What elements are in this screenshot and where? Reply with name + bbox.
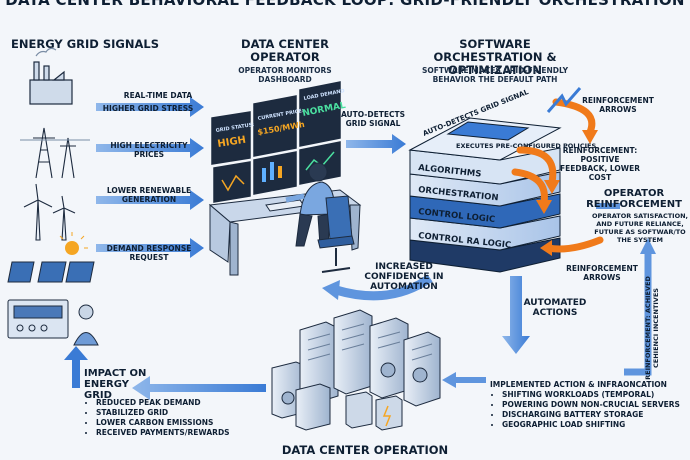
diagram-title: DATA CENTER BEHAVIORAL FEEDBACK LOOP: GR…: [5, 0, 685, 9]
signal-label-prices: HIGH ELECTRICITY PRICES: [110, 141, 188, 159]
reinforcement-arrows-bottom-label: REINFORCEMENT ARROWS: [566, 264, 638, 282]
impact-item: STABILIZED GRID: [96, 408, 236, 418]
auto-detect-arrow: [346, 134, 406, 154]
impact-item: REDUCED PEAK DEMAND: [96, 398, 236, 408]
operator-heading: DATA CENTER OPERATOR: [241, 37, 329, 64]
reinforcement-arrows-top-label: REINFORCEMENT ARROWS: [582, 96, 654, 114]
signal-label-renewable: LOWER RENEWABLE GENERATION: [106, 186, 192, 204]
reinforcement-positive-label: REINFORCEMENT: POSITIVE FEEDBACK, LOWER …: [560, 146, 640, 182]
implemented-item: GEOGRAPHIC LOAD SHIFTING: [502, 420, 690, 430]
grid-signals-heading: ENERGY GRID SIGNALS: [11, 37, 159, 51]
monitor-grid-status-value: HIGH: [217, 135, 247, 150]
impact-list: REDUCED PEAK DEMAND STABILIZED GRID LOWE…: [86, 398, 236, 438]
automated-actions-label: AUTOMATED ACTIONS: [523, 298, 587, 318]
reinforcement-vertical-label: REINFORCEMENT: ACHIEVED CEHIENCI INCENTI…: [644, 276, 660, 380]
signal-arrow-3: [96, 190, 204, 210]
implemented-heading: IMPLEMENTED ACTION & INFRAONCATION: [490, 380, 667, 389]
vertical-reinforcement-arrow: [624, 250, 652, 376]
implemented-item: POWERING DOWN NON-CRUCIAL SERVERS: [502, 400, 690, 410]
impact-item: RECEIVED PAYMENTS/REWARDS: [96, 428, 236, 438]
software-subtitle: SOFTWARE MAKES GRID-FRIENDLY BEHAVIOR TH…: [421, 66, 569, 84]
impact-up-arrow: [64, 346, 88, 388]
operator-subtitle: OPERATOR MONITORS DASHBOARD: [238, 66, 332, 84]
data-center-servers: [271, 309, 441, 431]
impact-heading: IMPACT ON ENERGY GRID: [84, 368, 147, 401]
control-room-icon: [7, 299, 99, 346]
confidence-label: INCREASED CONFIDENCE IN AUTOMATION: [364, 262, 444, 292]
factory-icon: [29, 47, 73, 105]
signal-label-realtime: REAL-TIME DATA: [123, 91, 193, 100]
software-heading: SOFTWARE ORCHESTRATION & OPTIMIZATION: [433, 37, 557, 77]
confidence-arrow: [334, 274, 433, 301]
reinforcement-up-arrow: [546, 87, 582, 113]
implemented-item: SHIFTING WORKLOADS (TEMPORAL): [502, 390, 690, 400]
signal-arrow-4: [96, 238, 204, 258]
implemented-list: SHIFTING WORKLOADS (TEMPORAL) POWERING D…: [492, 390, 690, 430]
impact-item: LOWER CARBON EMISSIONS: [96, 418, 236, 428]
solar-panel-icon: [7, 232, 95, 283]
auto-detects-label: AUTO-DETECTS GRID SIGNAL: [340, 110, 406, 128]
signal-arrow-1: [96, 97, 204, 117]
wind-turbine-icon: [23, 183, 76, 241]
operator-person-icon: [285, 162, 355, 273]
stack-policy-label: EXECUTES PRE-CONFIGURED POLICIES: [456, 142, 596, 150]
signal-label-demand-response: DEMAND RESPONSE REQUEST: [106, 244, 192, 262]
automated-actions-arrow: [502, 276, 530, 354]
signal-label-grid-stress: HIGHER GRID STRESS: [102, 104, 194, 113]
operator-reinforcement-text: OPERATOR SATISFACTION, AND FUTURE RELIAN…: [592, 212, 689, 244]
implemented-item: DISCHARGING BATTERY STORAGE: [502, 410, 690, 420]
operation-heading: DATA CENTER OPERATION: [281, 443, 449, 457]
orange-arrowheads: [536, 130, 598, 256]
power-tower-icon: [20, 127, 90, 179]
signal-arrow-2: [96, 138, 204, 158]
operator-reinforcement-heading: OPERATOR REINFORCEMENT: [586, 188, 682, 210]
impact-arrow: [132, 376, 266, 400]
signal-arrows: [96, 97, 204, 258]
